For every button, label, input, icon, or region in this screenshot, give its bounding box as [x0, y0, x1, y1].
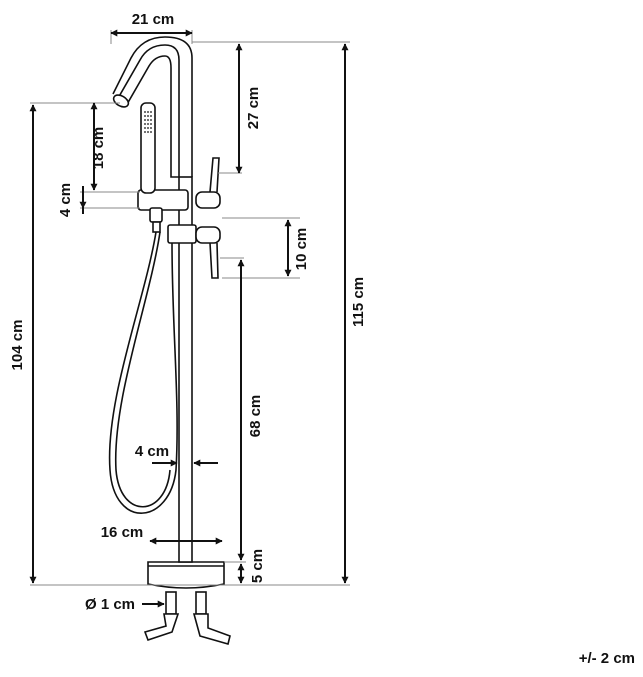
shower-head-dots: [144, 111, 152, 133]
dimension-labels: 21 cm 27 cm 18 cm 4 cm 10 cm 104 cm 115 …: [9, 11, 367, 613]
dimension-arrows: [29, 29, 349, 608]
label-hand-shower: 18 cm: [90, 127, 107, 170]
label-base-width: 16 cm: [101, 524, 144, 541]
label-lever-spacing: 10 cm: [293, 228, 310, 271]
column-pipe: [178, 176, 193, 563]
spout-outlet: [112, 94, 130, 108]
tolerance-note: +/- 2 cm: [578, 650, 635, 667]
label-base-height: 5 cm: [249, 549, 266, 583]
label-column-to-floor: 68 cm: [247, 395, 264, 438]
label-mixer-body: 4 cm: [57, 183, 74, 217]
label-inlet-height: 104 cm: [9, 320, 26, 371]
label-spout-height: 27 cm: [245, 87, 262, 130]
faucet-drawing: [108, 36, 231, 645]
shower-hose: [108, 231, 178, 514]
inlet-pipes: [143, 591, 231, 645]
label-spout-reach: 21 cm: [132, 11, 175, 28]
label-total-height: 115 cm: [350, 277, 367, 327]
upper-lever-body: [195, 191, 221, 209]
lower-lever-body: [195, 226, 221, 244]
hand-shower-holder: [167, 224, 197, 244]
hand-shower: [140, 102, 156, 194]
mixer-block: [137, 189, 189, 211]
extension-lines: [30, 30, 350, 586]
label-inlet-diameter: Ø 1 cm: [85, 596, 135, 613]
label-column-diameter: 4 cm: [135, 443, 169, 460]
